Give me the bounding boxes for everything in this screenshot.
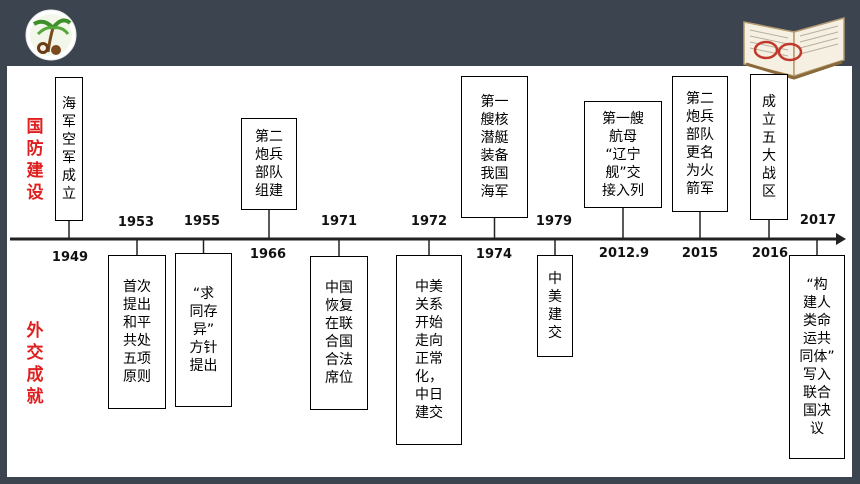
coconut-tree-logo-icon (25, 9, 77, 61)
bottom-box-1955: “求 同存 异” 方针 提出 (175, 253, 232, 407)
top-box-2016: 成 立 五 大 战 区 (750, 74, 788, 220)
year-label-1955: 1955 (183, 214, 221, 229)
year-label-1953: 1953 (117, 215, 155, 230)
top-box-1966: 第二 炮兵 部队 组建 (241, 118, 297, 210)
year-label-1979: 1979 (535, 214, 573, 229)
year-label-1971: 1971 (320, 214, 358, 229)
open-book-glasses-icon (743, 17, 845, 80)
year-label-1966: 1966 (249, 247, 287, 262)
bottom-box-2017: “构 建人 类命 运共 同体” 写入 联合 国决 议 (789, 255, 845, 459)
year-label-1974: 1974 (475, 247, 513, 262)
top-box-2015: 第二 炮兵 部队 更名 为火 箭军 (672, 76, 728, 212)
bottom-box-1971: 中国 恢复 在联 合国 合法 席位 (310, 256, 368, 410)
defense-construction-label: 国防建设 (26, 117, 44, 203)
top-box-1974: 第一 艘核 潜艇 装备 我国 海军 (461, 76, 528, 218)
bottom-box-1953: 首次 提出 和平 共处 五项 原则 (108, 255, 166, 409)
year-label-2016: 2016 (751, 246, 789, 261)
year-label-1972: 1972 (410, 214, 448, 229)
year-label-2012-9: 2012.9 (598, 246, 650, 261)
diplomacy-achievements-label: 外交成就 (26, 321, 44, 407)
bottom-box-1979: 中 美 建 交 (537, 255, 573, 357)
year-label-2015: 2015 (681, 246, 719, 261)
year-label-2017: 2017 (799, 213, 837, 228)
top-box-2012-9: 第一艘 航母 “辽宁 舰”交 接入列 (584, 101, 662, 208)
top-box-1949: 海 军 空 军 成 立 (55, 77, 83, 221)
bottom-box-1972: 中美 关系 开始 走向 正常 化， 中日 建交 (396, 255, 462, 445)
year-label-1949: 1949 (51, 250, 89, 265)
